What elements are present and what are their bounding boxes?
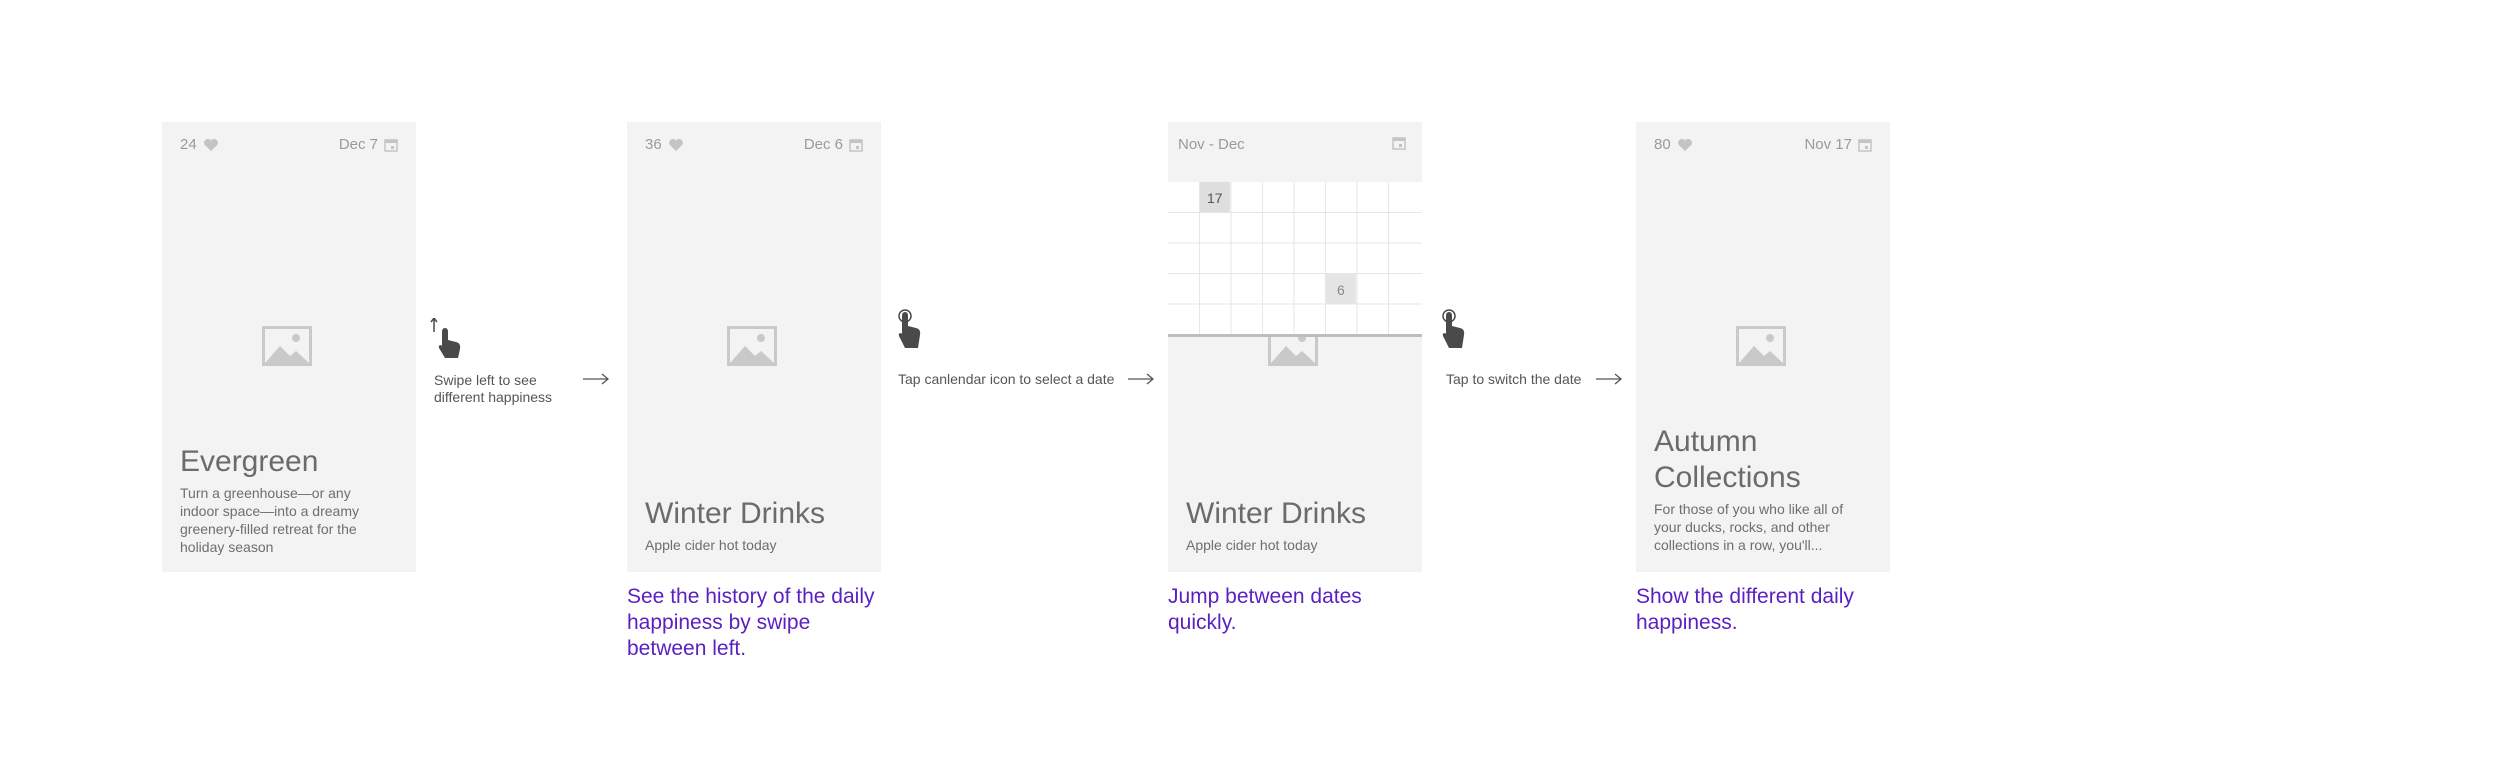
arrow-right-icon	[1128, 373, 1154, 385]
date-text: Nov 17	[1804, 136, 1852, 153]
arrow-right-icon	[583, 373, 609, 385]
likes-number: 24	[180, 136, 197, 153]
arrow-right-icon	[1596, 373, 1622, 385]
caption-history: See the history of the daily happiness b…	[627, 585, 875, 660]
heart-icon	[1677, 138, 1692, 151]
calendar-icon[interactable]	[1392, 136, 1406, 150]
caption-jump: Jump between dates quickly.	[1168, 585, 1362, 634]
date-text: Dec 7	[338, 136, 378, 153]
date-label[interactable]: Nov 17	[1804, 136, 1872, 153]
calendar-range-label: Nov - Dec	[1178, 136, 1245, 153]
card-description: Turn a greenhouse—or any indoor space—in…	[180, 485, 359, 555]
calendar-header: Nov - Dec	[1168, 122, 1422, 162]
selected-day-number: 17	[1207, 190, 1223, 206]
calendar-icon[interactable]	[849, 138, 863, 152]
date-text: Dec 6	[803, 136, 843, 153]
card-winter-drinks[interactable]: 36 Dec 6 Winter Drinks Apple cider hot t…	[627, 122, 881, 572]
heart-icon	[203, 138, 218, 151]
likes-count[interactable]: 24	[180, 136, 219, 153]
card-autumn-collections[interactable]: 80 Nov 17 Autumn Collections For those o…	[1636, 122, 1890, 572]
calendar-grid-lines	[1168, 182, 1422, 334]
date-label[interactable]: Dec 6	[804, 136, 863, 153]
highlight-day-cell[interactable]	[1325, 274, 1356, 304]
card-meta: 24 Dec 7	[180, 136, 398, 156]
card-description: For those of you who like all of your du…	[1654, 501, 1844, 553]
calendar-icon[interactable]	[1858, 138, 1872, 152]
card-title: Evergreen	[180, 445, 319, 478]
calendar-grid[interactable]: 17 6	[1168, 182, 1422, 337]
selected-day-cell[interactable]	[1199, 182, 1230, 212]
swipe-gesture-icon	[430, 318, 461, 358]
card-description: Apple cider hot today	[645, 537, 777, 553]
likes-number: 36	[645, 136, 662, 153]
step-tap-calendar-text: Tap canlendar icon to select a date	[898, 371, 1115, 387]
card-title: Winter Drinks	[645, 497, 826, 530]
card-title: Winter Drinks	[1186, 497, 1367, 530]
tap-gesture-icon	[1442, 309, 1465, 348]
card-description: Apple cider hot today	[1186, 537, 1318, 553]
image-placeholder-icon	[262, 326, 312, 366]
calendar-icon[interactable]	[384, 138, 398, 152]
card-meta: 36 Dec 6	[645, 136, 863, 156]
image-placeholder-icon	[727, 326, 777, 366]
card-meta: 80 Nov 17	[1654, 136, 1872, 156]
caption-show: Show the different daily happiness.	[1636, 585, 1854, 634]
likes-count[interactable]: 36	[645, 136, 684, 153]
card-title: Autumn Collections	[1654, 425, 1801, 494]
likes-count[interactable]: 80	[1654, 136, 1693, 153]
image-placeholder-icon	[1736, 326, 1786, 366]
likes-number: 80	[1654, 136, 1671, 153]
step-swipe-text: Swipe left to see different happiness	[434, 372, 553, 405]
card-evergreen[interactable]: 24 Dec 7 Evergreen Turn a greenhouse—or …	[162, 122, 416, 572]
step-tap-switch-text: Tap to switch the date	[1446, 371, 1582, 387]
date-label[interactable]: Dec 7	[339, 136, 398, 153]
highlight-day-number: 6	[1337, 282, 1345, 298]
tap-gesture-icon	[898, 309, 921, 348]
heart-icon	[668, 138, 683, 151]
